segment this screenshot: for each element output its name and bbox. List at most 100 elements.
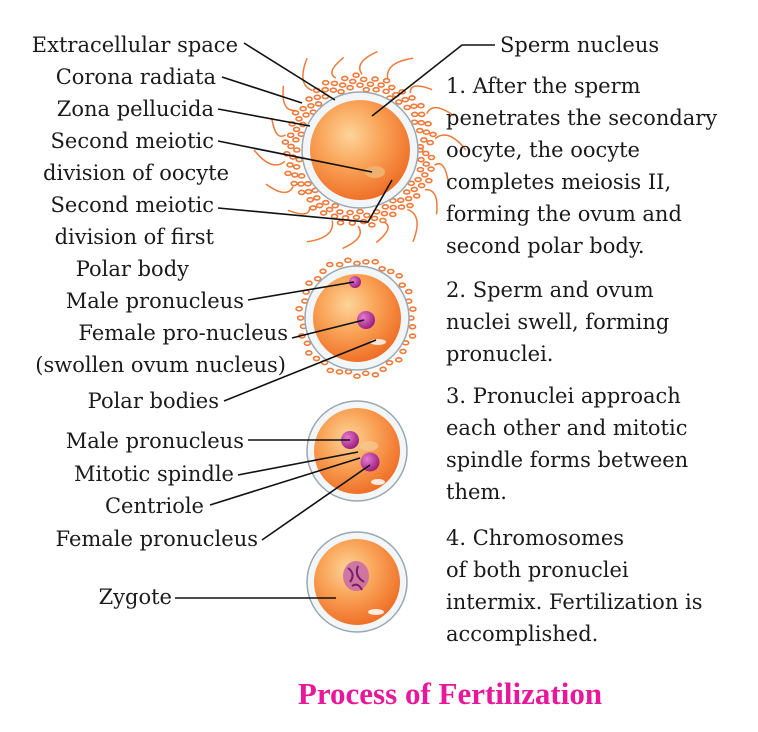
corona-tendril <box>434 162 450 183</box>
follicle-cell <box>344 257 352 264</box>
follicle-cell <box>302 112 310 118</box>
follicle-cell <box>306 196 315 203</box>
follicle-cell <box>403 104 412 111</box>
label-sperm-nucleus: Sperm nucleus <box>500 33 659 57</box>
follicle-cell <box>313 275 322 282</box>
zygote-cell <box>306 531 408 633</box>
follicle-cell <box>417 111 426 118</box>
follicle-cell <box>362 86 371 93</box>
step-4-line: 4. Chromosomes <box>446 526 624 550</box>
corona-tendril <box>253 149 286 166</box>
corona-tendril <box>287 206 311 215</box>
follicle-cell <box>372 86 380 93</box>
step-3-line: them. <box>446 480 507 504</box>
label-male-pronucleus-1: Male pronucleus <box>66 289 244 313</box>
follicle-cell <box>406 202 414 209</box>
step-1-line: completes meiosis II, <box>446 170 671 194</box>
corona-tendril <box>386 57 414 80</box>
step-4-line: intermix. Fertilization is <box>446 590 703 614</box>
follicle-cell <box>397 204 406 210</box>
follicle-cell <box>295 116 303 122</box>
follicle-cell <box>353 373 361 380</box>
follicle-cell <box>307 102 315 109</box>
follicle-cell <box>405 288 413 295</box>
follicle-cell <box>292 137 300 143</box>
follicle-cell <box>321 86 330 93</box>
follicle-cell <box>356 82 364 88</box>
leader-lines <box>175 42 495 599</box>
follicle-cell <box>399 348 407 355</box>
corona-tendril <box>409 85 433 94</box>
follicle-cell <box>319 210 328 216</box>
corona-tendril <box>434 134 467 151</box>
follicle-cell <box>368 222 376 228</box>
follicle-cell <box>377 82 385 88</box>
follicle-cell <box>382 88 390 95</box>
step-2-line: pronuclei. <box>446 342 553 366</box>
follicle-cell <box>362 259 370 265</box>
follicle-cell <box>427 166 435 172</box>
follicle-cell <box>414 176 422 183</box>
label-second-meiotic-polar-3: Polar body <box>76 257 189 281</box>
follicle-cell <box>398 282 407 288</box>
follicle-cell <box>417 182 426 189</box>
secondary-oocyte-cell <box>253 50 467 250</box>
corona-remnants <box>295 257 417 380</box>
follicle-cell <box>409 306 417 312</box>
follicle-cell <box>286 162 294 168</box>
follicle-cell <box>396 197 405 204</box>
follicle-cell <box>299 105 307 112</box>
follicle-cell <box>386 268 395 275</box>
follicle-cell <box>325 206 334 213</box>
follicle-cell <box>378 265 386 272</box>
follicle-cell <box>420 137 428 143</box>
follicle-cell <box>305 280 313 286</box>
step-2-line: nuclei swell, forming <box>446 310 669 334</box>
follicle-cell <box>352 214 361 221</box>
follicle-cell <box>291 110 300 116</box>
mitotic-spindle-cell <box>306 400 408 502</box>
follicle-cell <box>429 131 437 138</box>
step-3-line: spindle forms between <box>446 448 688 472</box>
follicle-cell <box>359 76 368 83</box>
follicle-cell <box>410 103 418 110</box>
label-second-meiotic-polar-1: Second meiotic <box>51 193 214 217</box>
pronuclei-cell <box>295 257 417 380</box>
label-female-pronucleus-1b: (swollen ovum nucleus) <box>35 353 286 377</box>
step-1-line: 1. After the sperm <box>446 74 641 98</box>
follicle-cell <box>286 132 295 139</box>
second-polar-body <box>365 166 385 178</box>
follicle-cell <box>309 205 317 211</box>
follicle-cell <box>416 127 424 134</box>
follicle-cell <box>346 209 354 216</box>
female-pronucleus <box>357 311 375 329</box>
corona-tendril <box>270 117 286 138</box>
follicle-cell <box>410 111 419 118</box>
follicle-cell <box>371 372 380 378</box>
follicle-cell <box>427 154 436 161</box>
step-3-line: 3. Pronuclei approach <box>446 384 681 408</box>
follicle-cell <box>352 72 360 79</box>
follicle-cell <box>371 259 380 265</box>
follicle-cell <box>382 77 391 84</box>
follicle-cell <box>292 164 301 170</box>
follicle-cell <box>304 188 313 195</box>
follicle-cell <box>314 101 323 107</box>
follicle-cell <box>325 261 334 268</box>
follicle-cell <box>340 75 349 82</box>
corona-tendril <box>282 85 296 112</box>
follicle-cell <box>348 78 357 85</box>
follicle-cell <box>356 208 364 215</box>
follicle-cell <box>348 220 357 226</box>
follicle-cell <box>281 139 290 145</box>
follicle-cell <box>366 81 375 88</box>
label-mitotic-spindle: Mitotic spindle <box>74 462 234 486</box>
steps: 1. After the sperm penetrates the second… <box>446 74 717 646</box>
follicle-cell <box>417 156 425 163</box>
follicle-cell <box>336 209 344 215</box>
follicle-cell <box>313 195 321 201</box>
step-1-line: second polar body. <box>446 234 645 258</box>
follicle-cell <box>395 272 404 279</box>
corona-tendril <box>375 221 389 244</box>
